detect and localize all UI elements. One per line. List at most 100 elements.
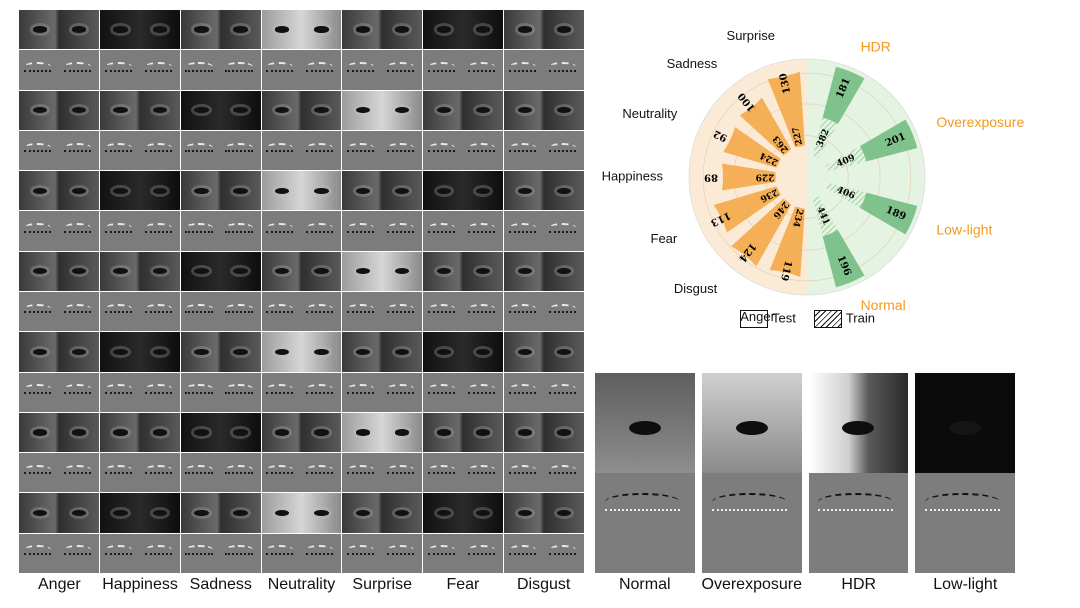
event-frame	[261, 453, 342, 493]
eye-photo	[261, 332, 342, 372]
event-frame	[342, 291, 423, 332]
event-frame	[423, 211, 504, 251]
eye-photo	[19, 10, 99, 50]
condition-label-normal: Normal	[618, 576, 671, 593]
emotion-label-neutrality: Neutrality	[267, 576, 336, 593]
sample-low-light-events	[915, 473, 1015, 573]
emotion-bar-neutrality	[723, 127, 781, 168]
event-frame	[504, 372, 584, 412]
sample-overexposure	[701, 373, 802, 573]
emotion-bar-fear	[713, 186, 781, 233]
legend-test: Test	[740, 310, 796, 328]
eye-photo	[261, 171, 342, 211]
sample-normal-image	[595, 373, 695, 473]
event-frame	[423, 372, 504, 412]
condition-labels: Normal Overexposure HDR Low-light	[595, 576, 1015, 594]
eye-photo	[99, 10, 180, 50]
eye-photo	[261, 10, 342, 50]
event-frame	[423, 50, 504, 90]
event-frame	[342, 211, 423, 251]
sample-normal	[595, 373, 695, 573]
condition-axis-label: HDR	[861, 38, 891, 54]
emotion-test-value: 92	[712, 127, 729, 143]
event-face-grid	[19, 10, 584, 573]
event-frame	[99, 211, 180, 251]
legend-train: Train	[813, 310, 875, 328]
condition-axis-label: Normal	[861, 297, 906, 313]
emotion-train-value: 234	[790, 208, 804, 229]
emotion-axis-label: Anger	[740, 309, 775, 324]
emotion-bar-happiness	[721, 163, 776, 191]
eye-photo	[504, 90, 584, 130]
event-frame	[342, 533, 423, 573]
eye-photo	[423, 412, 504, 453]
polar-bar-chart: 130227Surprise100263Sadness92224Neutrali…	[602, 30, 1025, 324]
condition-test-bar-overexposure	[860, 119, 918, 162]
emotion-label-happiness: Happiness	[102, 576, 178, 593]
emotion-axis-label: Happiness	[602, 168, 664, 183]
emotion-axis-label: Fear	[651, 231, 678, 246]
emotion-bar-anger	[769, 206, 805, 278]
sample-hdr	[808, 373, 909, 573]
condition-label-low-light: Low-light	[933, 576, 998, 593]
event-frame	[423, 453, 504, 493]
emotion-train-value: 229	[756, 172, 775, 182]
event-frame	[180, 291, 261, 332]
emotion-train-value: 227	[791, 126, 805, 147]
event-frame	[19, 291, 99, 332]
emotion-bar-surprise	[767, 71, 805, 148]
emotion-label-disgust: Disgust	[516, 576, 571, 593]
emotion-test-value: 119	[778, 259, 793, 282]
eye-photo	[342, 412, 423, 453]
event-frame	[342, 130, 423, 171]
event-frame	[504, 453, 584, 493]
eye-photo	[19, 493, 99, 533]
eye-photo	[342, 171, 423, 211]
eye-photo	[342, 493, 423, 533]
legend-train-label: Train	[845, 310, 875, 326]
eye-photo	[180, 10, 261, 50]
event-frame	[180, 372, 261, 412]
sample-normal-events	[595, 473, 695, 573]
condition-axis-label: Low-light	[936, 221, 992, 237]
sample-overexposure-events	[701, 473, 802, 573]
event-frame	[19, 211, 99, 251]
sample-overexposure-image	[701, 373, 802, 473]
event-frame	[504, 211, 584, 251]
event-frame	[180, 50, 261, 90]
legend-test-label: Test	[772, 310, 796, 326]
eye-photo	[261, 90, 342, 130]
eye-photo	[423, 171, 504, 211]
eye-photo	[99, 90, 180, 130]
emotion-axis-label: Sadness	[667, 56, 718, 71]
eye-photo	[180, 412, 261, 453]
event-frame	[342, 50, 423, 90]
eye-photo	[504, 412, 584, 453]
event-frame	[504, 50, 584, 90]
eye-photo	[504, 493, 584, 533]
emotion-label-surprise: Surprise	[352, 576, 412, 593]
event-frame	[99, 291, 180, 332]
event-frame	[19, 533, 99, 573]
event-frame	[180, 130, 261, 171]
eye-photo	[99, 493, 180, 533]
eye-photo	[99, 251, 180, 291]
event-frame	[19, 130, 99, 171]
eye-photo	[180, 251, 261, 291]
event-frame	[99, 372, 180, 412]
eye-photo	[99, 171, 180, 211]
eye-photo	[180, 332, 261, 372]
eye-photo	[99, 332, 180, 372]
eye-photo	[261, 251, 342, 291]
polar-gridline	[702, 72, 912, 282]
condition-samples	[595, 373, 1015, 573]
eye-photo	[423, 10, 504, 50]
eye-photo	[504, 332, 584, 372]
event-frame	[261, 130, 342, 171]
event-frame	[99, 453, 180, 493]
event-frame	[19, 453, 99, 493]
event-frame	[99, 130, 180, 171]
event-frame	[180, 533, 261, 573]
event-frame	[19, 50, 99, 90]
condition-test-bar-normal	[822, 230, 865, 288]
